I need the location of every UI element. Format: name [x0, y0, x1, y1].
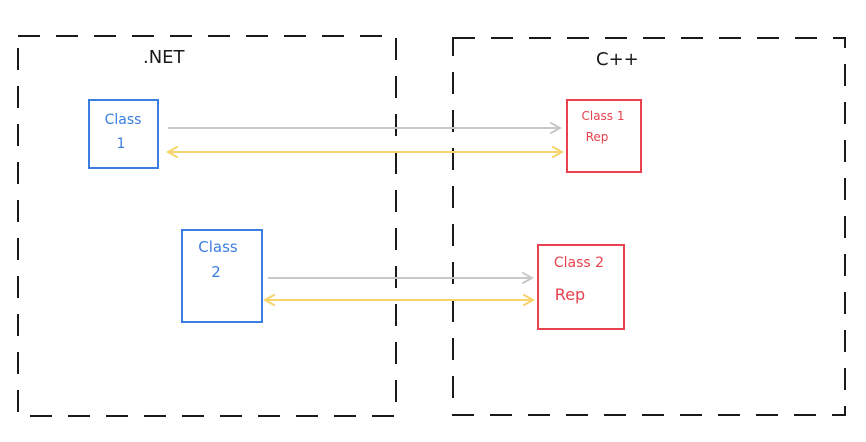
class1rep-label-line2: Rep — [586, 130, 609, 144]
dotnet-region-border — [17, 35, 397, 417]
cpp-region-label: C++ — [596, 49, 639, 70]
dotnet-region-label: .NET — [143, 47, 186, 68]
class1-border — [88, 99, 159, 169]
cpp-region-border — [452, 37, 846, 416]
class1rep-border — [566, 99, 642, 173]
class2rep-border — [537, 244, 625, 330]
class1rep-label-line1: Class 1 — [581, 109, 624, 123]
class1-label-line1: Class — [105, 112, 142, 128]
class2-border — [181, 229, 263, 323]
class2-label-line2: 2 — [211, 263, 221, 281]
class2-box: Class 2 — [181, 229, 263, 323]
class2-label-line1: Class — [198, 238, 238, 256]
class2rep-box: Class 2 Rep — [537, 244, 625, 330]
cpp-region: C++ — [452, 37, 846, 416]
dotnet-region: .NET — [17, 35, 397, 417]
class1-label-line2: 1 — [117, 136, 126, 152]
class1-box: Class 1 — [88, 99, 159, 169]
class2rep-label-line1: Class 2 — [554, 255, 604, 271]
class1rep-box: Class 1 Rep — [566, 99, 642, 173]
class2rep-label-line2: Rep — [555, 285, 585, 304]
